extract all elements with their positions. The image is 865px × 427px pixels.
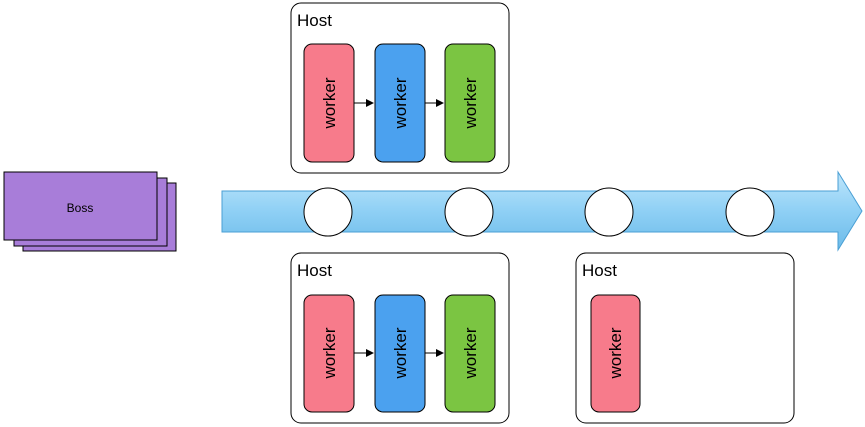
worker-node	[444, 43, 496, 163]
boss-label: Boss	[67, 201, 94, 215]
stage-node	[444, 187, 494, 237]
host-title: Host	[297, 11, 332, 30]
host-box: Host worker worker worker	[290, 252, 510, 424]
stage-node	[584, 187, 634, 237]
host-box: Host worker worker worker	[290, 2, 510, 174]
worker-label: worker	[606, 327, 625, 379]
boss-card-front	[3, 171, 158, 241]
worker-label: worker	[391, 327, 410, 379]
worker-label: worker	[461, 77, 480, 129]
worker-label: worker	[391, 77, 410, 129]
worker-label: worker	[320, 327, 339, 379]
worker-node	[590, 294, 641, 413]
stage-node	[725, 187, 775, 237]
host-title: Host	[297, 261, 332, 280]
worker-label: worker	[461, 327, 480, 379]
boss-stack: Boss	[3, 171, 177, 252]
host-box: Host worker	[575, 252, 795, 424]
stage-node	[303, 187, 353, 237]
worker-node	[444, 294, 496, 413]
worker-label: worker	[320, 77, 339, 129]
host-title: Host	[582, 261, 617, 280]
